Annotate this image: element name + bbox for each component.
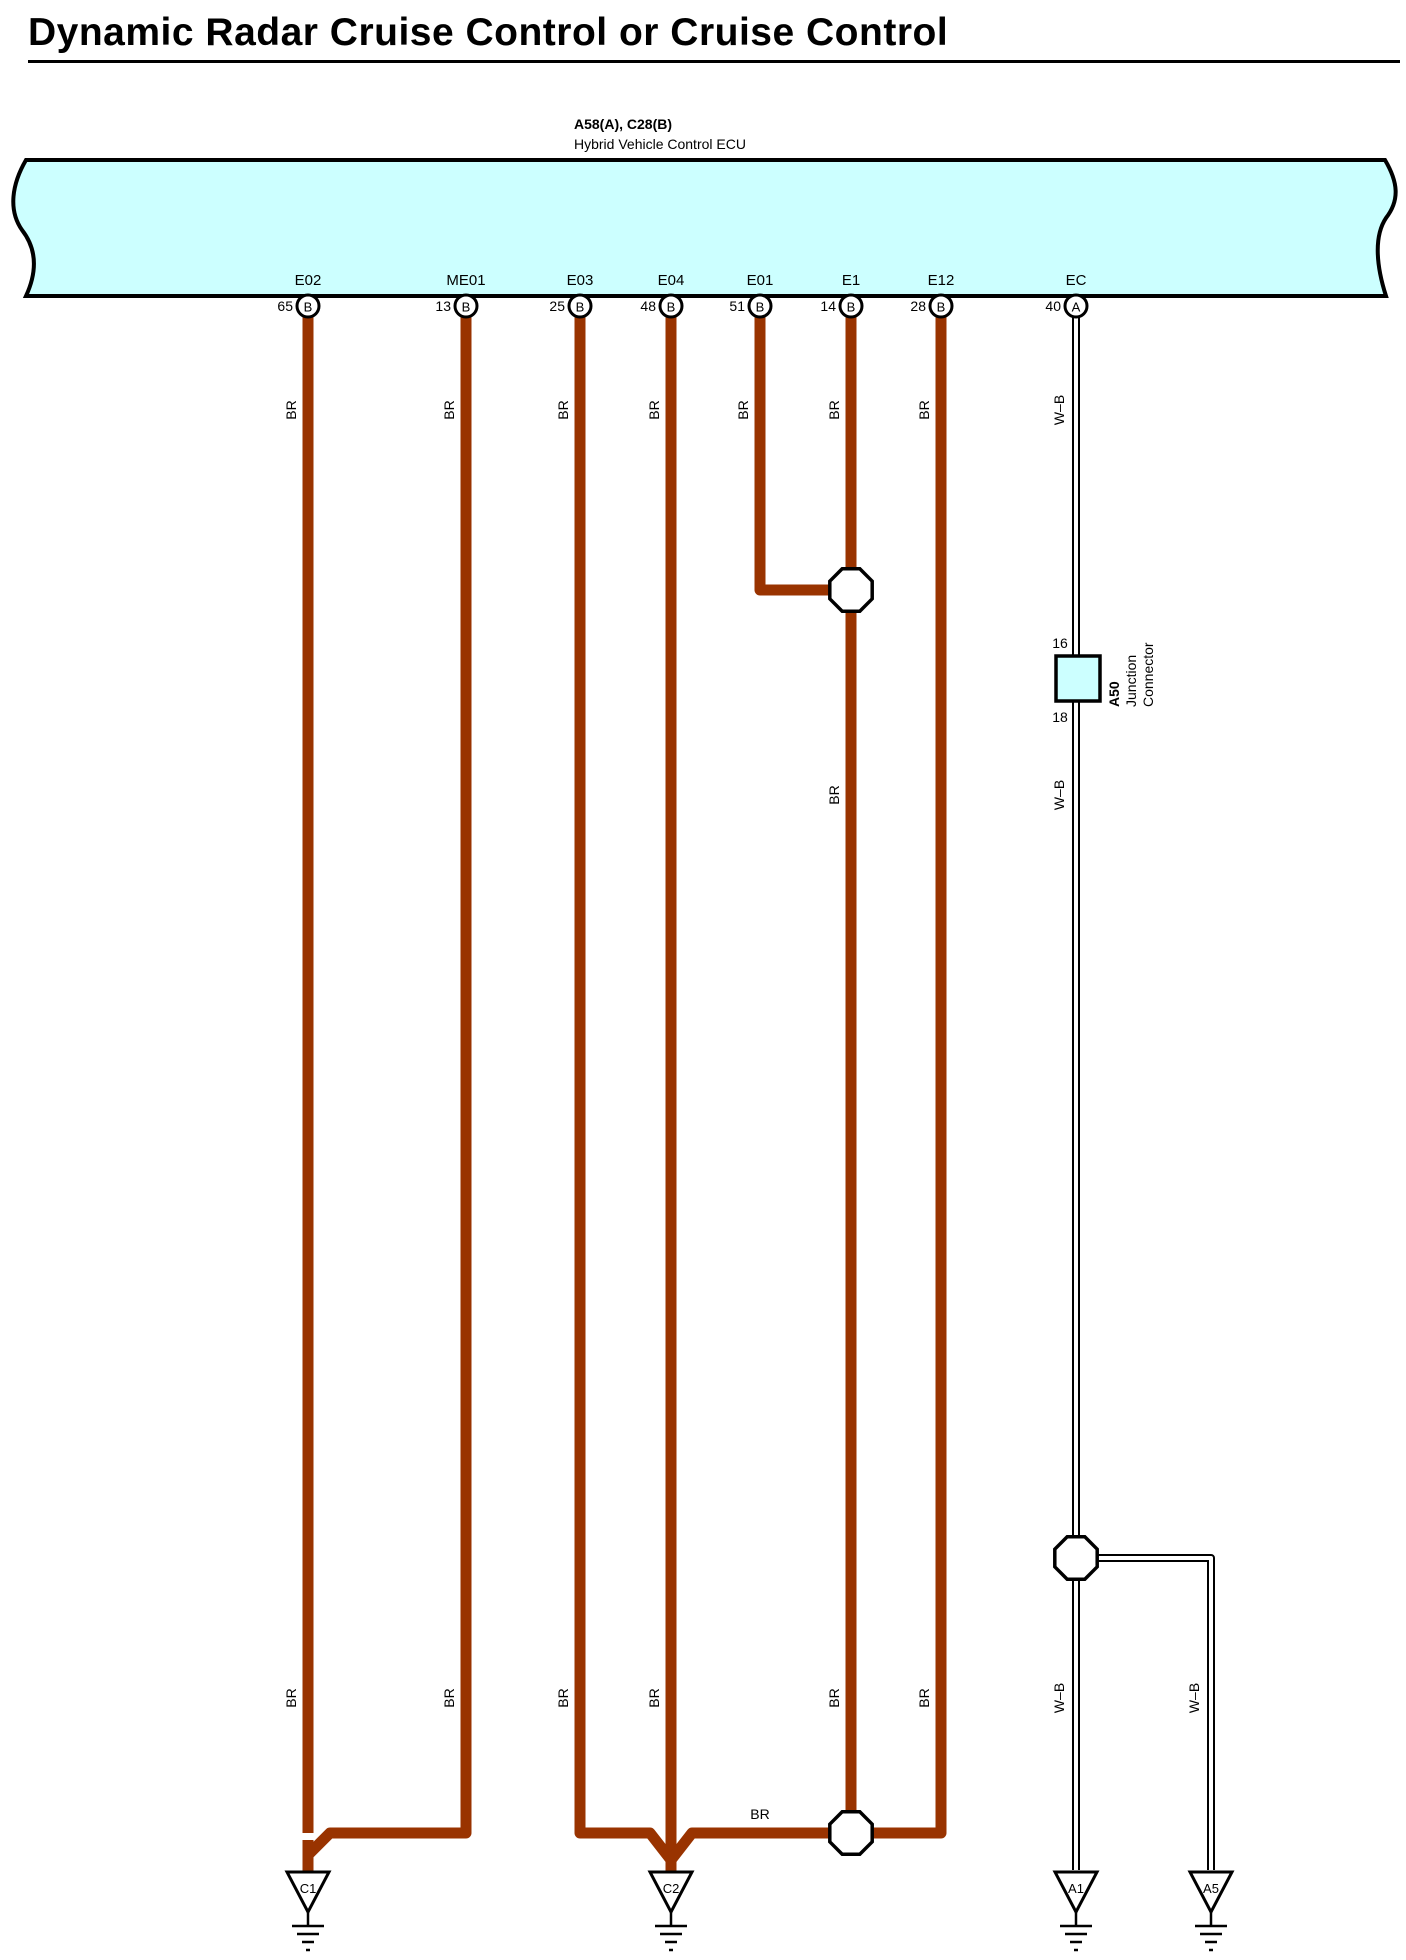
ground-c1: C1: [284, 1870, 332, 1952]
terminal-label-e1: E1: [842, 272, 860, 289]
pin-number: 14: [820, 298, 836, 314]
a50-id: A50: [1106, 681, 1122, 707]
pin-e12: B 28: [910, 293, 954, 319]
pin-connector-letter: B: [937, 300, 946, 315]
pin-number: 28: [910, 298, 926, 314]
wire-label-top-me01: BR: [441, 400, 457, 419]
pin-e03: B 25: [549, 293, 593, 319]
ecu-name: Hybrid Vehicle Control ECU: [574, 136, 746, 152]
wire-label-mid-e1: BR: [826, 785, 842, 804]
ground-a5: A5: [1187, 1870, 1235, 1952]
terminal-label-ec: EC: [1066, 272, 1087, 289]
pin-circle: [928, 293, 954, 319]
junction-wb-split: [1053, 1535, 1099, 1581]
wire-ground-bus: [666, 1827, 851, 1864]
ground-label: C2: [663, 1881, 680, 1896]
ground-label: A1: [1068, 1881, 1084, 1896]
wire-label-top-e03: BR: [555, 400, 571, 419]
wire-label-top-e04: BR: [646, 400, 662, 419]
pin-circle: [838, 293, 864, 319]
wire-e01: [754, 306, 851, 596]
ecu-box: [11, 158, 1398, 298]
wire-a5-inner: [1076, 1556, 1213, 1870]
ground-label: C1: [300, 1881, 317, 1896]
terminal-label-e01: E01: [747, 272, 774, 289]
ground-triangle: [1052, 1870, 1100, 1916]
pin-number: 40: [1045, 298, 1061, 314]
ground-triangle: [284, 1870, 332, 1916]
wire-label-bottom-ec: W–B: [1051, 1683, 1067, 1713]
terminal-label-e03: E03: [567, 272, 594, 289]
ground-triangle: [647, 1870, 695, 1916]
wire-label-bottom-e1: BR: [826, 1688, 842, 1707]
pin-number: 13: [435, 298, 451, 314]
pin-circle: [747, 293, 773, 319]
wire-label-mid-ec: W–B: [1051, 780, 1067, 810]
bus-wire-label: BR: [750, 1806, 769, 1822]
page-title: Dynamic Radar Cruise Control or Cruise C…: [28, 11, 949, 54]
wire-label-bottom-e03: BR: [555, 1688, 571, 1707]
pin-number: 25: [549, 298, 565, 314]
pin-e01: B 51: [729, 293, 773, 319]
pin-connector-letter: A: [1072, 300, 1081, 315]
ground-layer: C1 C2 A1 A5: [284, 1870, 1235, 1952]
pin-circle: [295, 293, 321, 319]
ground-a1: A1: [1052, 1870, 1100, 1952]
pin-circle: [453, 293, 479, 319]
pin-me01: B 13: [435, 293, 479, 319]
wire-label-bottom-e02: BR: [283, 1688, 299, 1707]
a50-pin-in: 16: [1052, 635, 1068, 651]
wire-label-top-e02: BR: [283, 400, 299, 419]
pin-number: 51: [729, 298, 745, 314]
terminal-label-e04: E04: [658, 272, 685, 289]
terminal-label-me01: ME01: [446, 272, 485, 289]
pin-layer: B 65 B 13 B 25 B 48 B 51 B 14 B 28 A 40: [277, 293, 1089, 319]
title-bar: Dynamic Radar Cruise Control or Cruise C…: [28, 8, 1400, 63]
pin-number: 48: [640, 298, 656, 314]
wire-label-top-e01: BR: [735, 400, 751, 419]
wire-me01: [304, 306, 472, 1859]
pin-connector-letter: B: [576, 300, 585, 315]
pin-ec: A 40: [1045, 293, 1089, 319]
wire-label-top-e12: BR: [916, 400, 932, 419]
pin-connector-letter: B: [756, 300, 765, 315]
terminal-label-e12: E12: [928, 272, 955, 289]
pin-connector-letter: B: [667, 300, 676, 315]
ecu-connector-id: A58(A), C28(B): [574, 116, 672, 132]
ground-triangle: [1187, 1870, 1235, 1916]
wire-label-bottom-e04: BR: [646, 1688, 662, 1707]
wire-e03: [574, 306, 676, 1864]
wire-label-bottom-me01: BR: [441, 1688, 457, 1707]
wire-label-bottom-e12: BR: [916, 1688, 932, 1707]
pin-circle: [567, 293, 593, 319]
junction-e1-e01: [828, 567, 874, 613]
wire-label-top-e1: BR: [826, 400, 842, 419]
pin-number: 65: [277, 298, 293, 314]
wire-label-a5: W–B: [1186, 1683, 1202, 1713]
ground-label: A5: [1203, 1881, 1219, 1896]
ground-c2: C2: [647, 1870, 695, 1952]
wire-e12: [851, 306, 947, 1839]
terminal-label-e02: E02: [295, 272, 322, 289]
pin-e1: B 14: [820, 293, 864, 319]
a50-name-line2: Connector: [1140, 642, 1156, 707]
pin-circle: [658, 293, 684, 319]
pin-connector-letter: B: [304, 300, 313, 315]
a50-pin-out: 18: [1052, 709, 1068, 725]
junction-ground-bus: [828, 1810, 874, 1856]
pin-connector-letter: B: [847, 300, 856, 315]
pin-circle: [1063, 293, 1089, 319]
junction-connector-a50: [1054, 654, 1102, 703]
wire-label-layer: BR BR BR BR BR BR BR BR BR BR BR BR BR BR W–B W–B W–B W–B: [283, 395, 1202, 1713]
pin-connector-letter: B: [462, 300, 471, 315]
pin-e04: B 48: [640, 293, 684, 319]
wire-label-top-ec: W–B: [1051, 395, 1067, 425]
pin-e02: B 65: [277, 293, 321, 319]
a50-name-line1: Junction: [1123, 655, 1139, 707]
junction-layer: [828, 567, 1099, 1856]
